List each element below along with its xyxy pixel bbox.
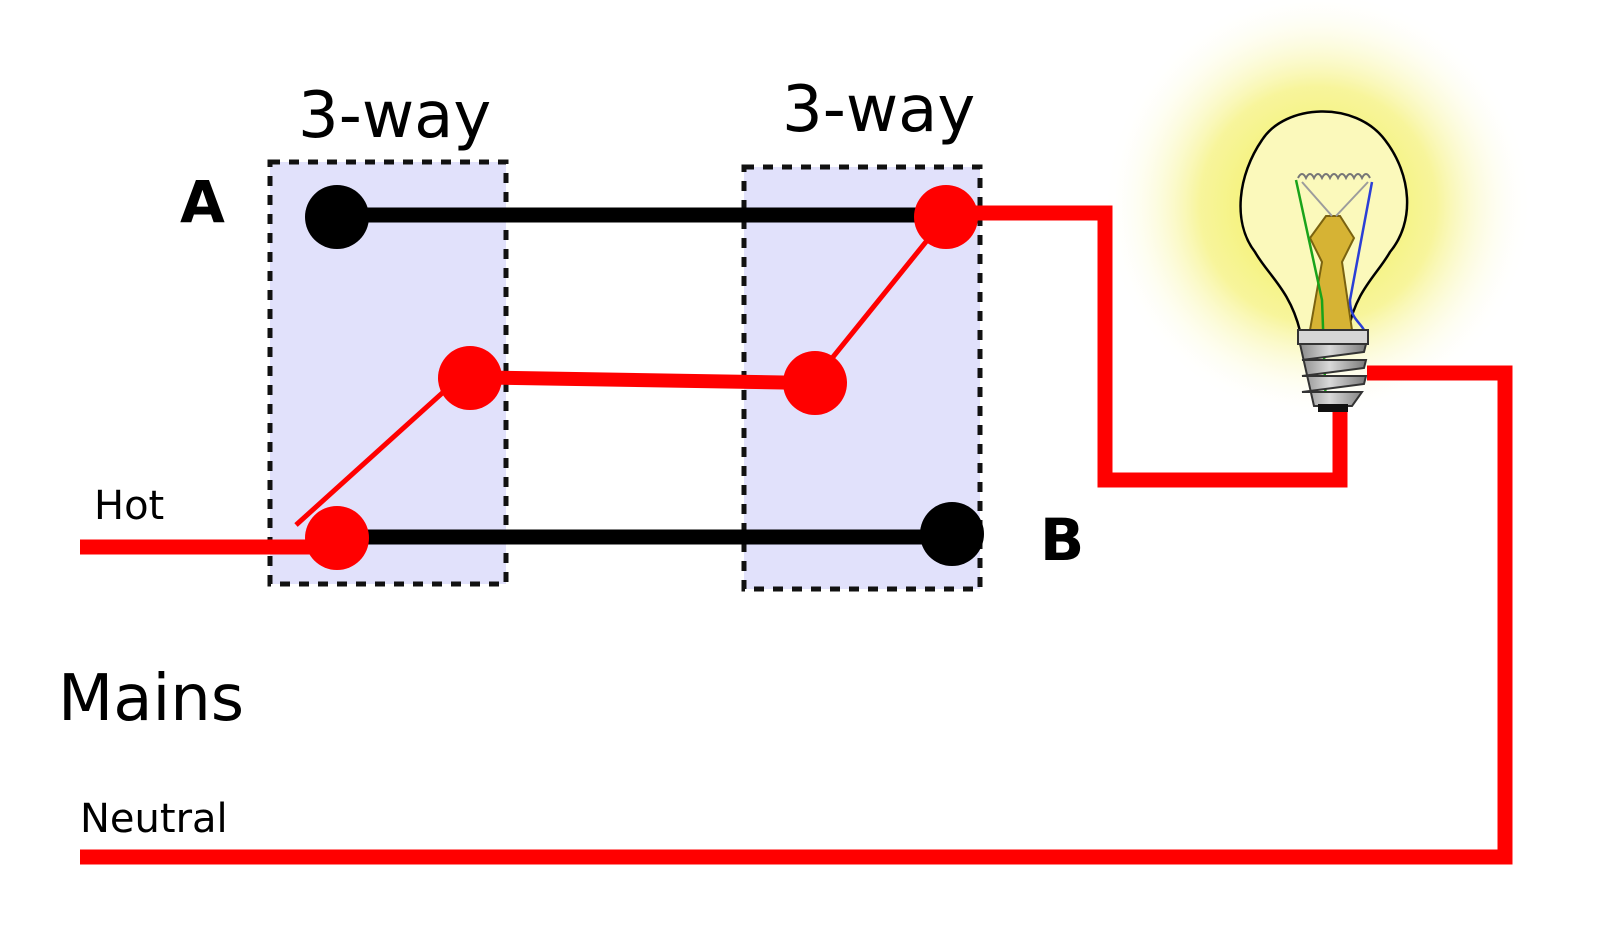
right-switch-title: 3-way (782, 73, 975, 147)
light-bulb-icon (1239, 110, 1409, 412)
switched-live-wire (946, 205, 1348, 488)
left-traveler-terminal (438, 346, 502, 410)
hot-label: Hot (94, 483, 164, 529)
terminal-b-dot (920, 502, 984, 566)
left-common-terminal (305, 506, 369, 570)
right-common-terminal (914, 185, 978, 249)
right-traveler-terminal (783, 351, 847, 415)
left-switch-title: 3-way (298, 79, 491, 153)
neutral-label: Neutral (80, 796, 228, 842)
left-switch-lever (294, 375, 462, 527)
neutral-wire (80, 365, 1513, 865)
terminal-b-label: B (1040, 506, 1084, 574)
traveler-middle-wire (459, 370, 813, 390)
mains-label: Mains (58, 662, 244, 736)
right-switch-lever (810, 215, 948, 385)
terminal-a-dot (305, 185, 369, 249)
terminal-a-label: A (180, 168, 225, 236)
